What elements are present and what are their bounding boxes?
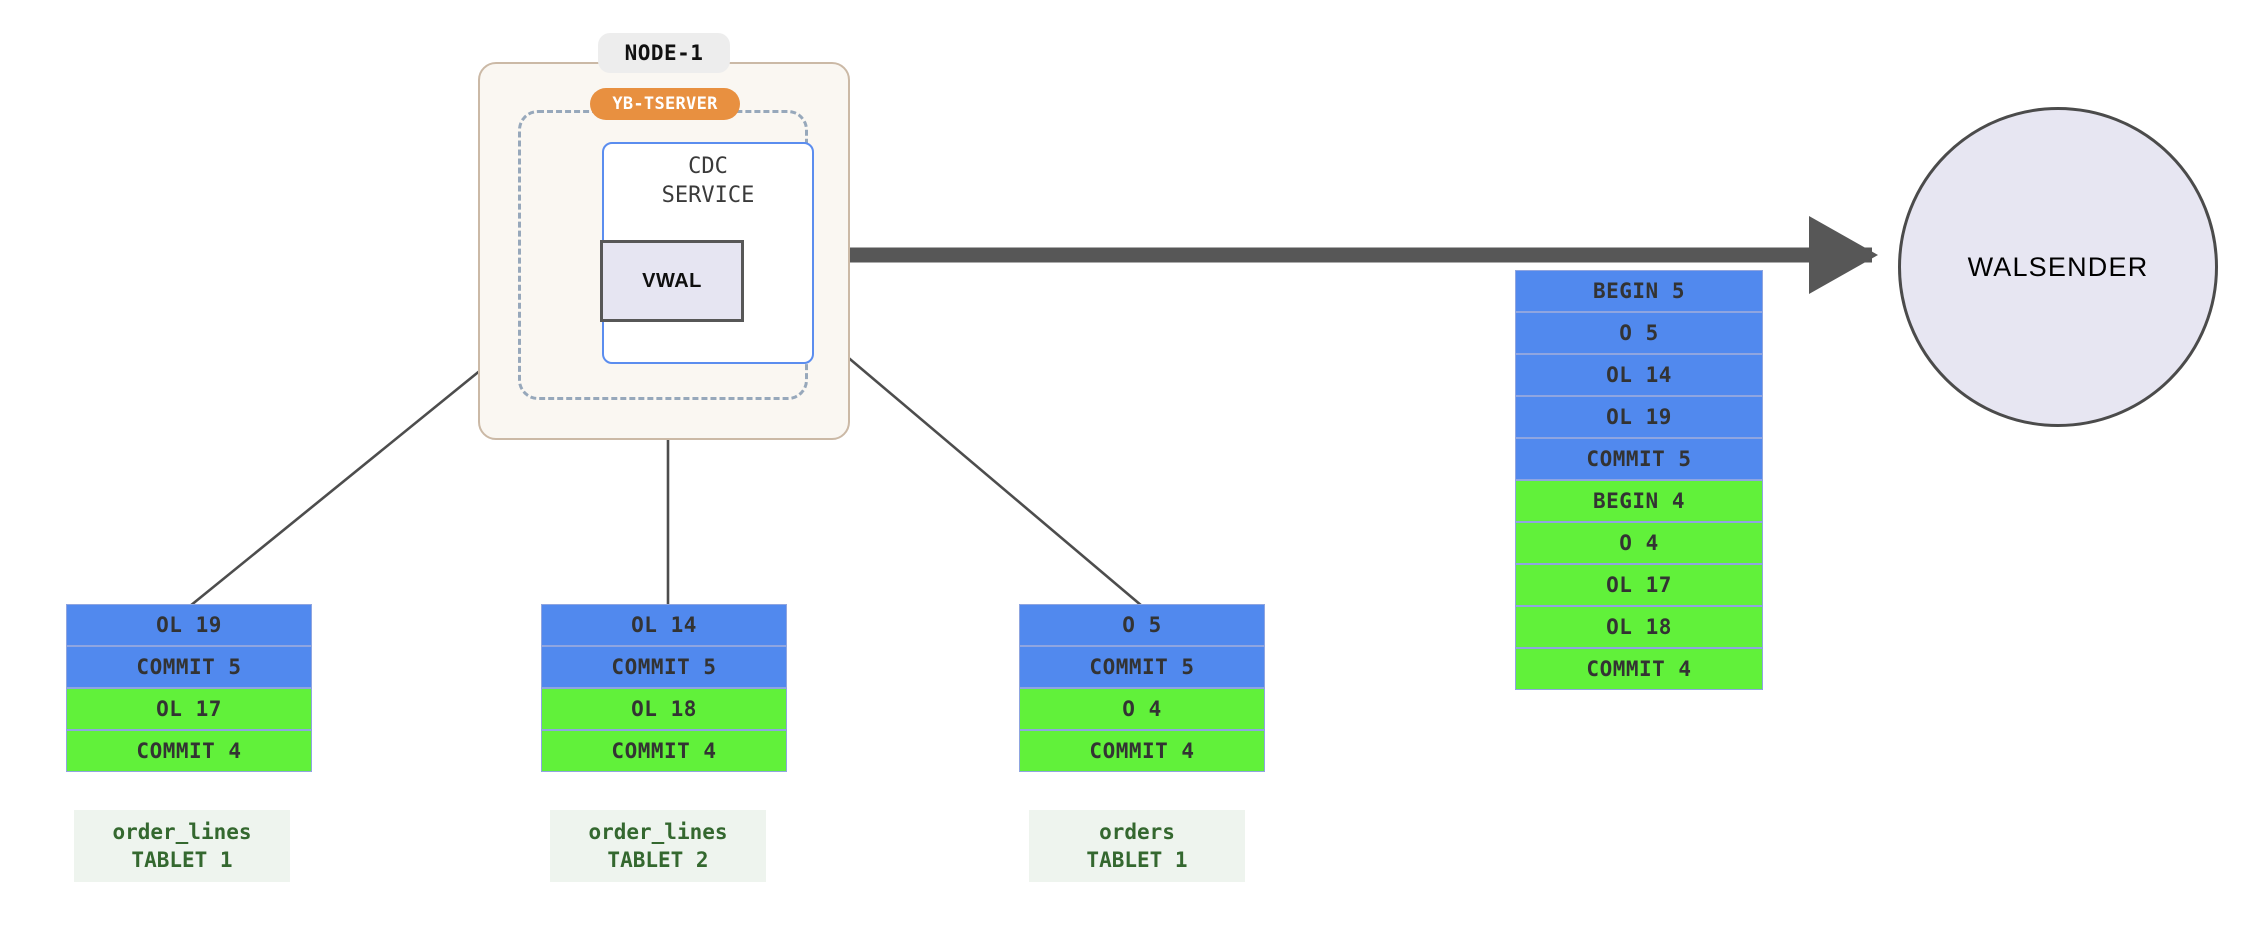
walsender-node: WALSENDER	[1898, 107, 2218, 427]
cdc-service-label: CDC SERVICE	[661, 154, 755, 208]
record-row: COMMIT 4	[1515, 648, 1763, 690]
record-row: OL 17	[66, 688, 312, 730]
record-row: BEGIN 5	[1515, 270, 1763, 312]
record-row: OL 17	[1515, 564, 1763, 606]
tablet-label-table: order_lines	[588, 820, 728, 844]
yb-tserver-badge: YB-TSERVER	[590, 88, 740, 120]
tablet-label-tablet: TABLET 2	[607, 848, 709, 872]
record-row: COMMIT 4	[541, 730, 787, 772]
record-row: OL 14	[1515, 354, 1763, 396]
tablet-label-order_lines-2: order_lines TABLET 2	[550, 810, 766, 882]
record-row: OL 18	[1515, 606, 1763, 648]
record-row: O 5	[1019, 604, 1265, 646]
record-row: OL 19	[1515, 396, 1763, 438]
vwal-box: VWAL	[600, 240, 744, 322]
tablet-label-table: order_lines	[112, 820, 252, 844]
tablet-label-tablet: TABLET 1	[131, 848, 233, 872]
record-row: COMMIT 4	[66, 730, 312, 772]
record-row: COMMIT 5	[66, 646, 312, 688]
record-row: COMMIT 4	[1019, 730, 1265, 772]
record-row: O 5	[1515, 312, 1763, 354]
record-row: BEGIN 4	[1515, 480, 1763, 522]
tablet-label-tablet: TABLET 1	[1086, 848, 1188, 872]
record-row: COMMIT 5	[1515, 438, 1763, 480]
tablet-label-order_lines-1: order_lines TABLET 1	[74, 810, 290, 882]
record-row: COMMIT 5	[1019, 646, 1265, 688]
record-row: OL 19	[66, 604, 312, 646]
node-1-badge: NODE-1	[598, 33, 730, 73]
record-row: COMMIT 5	[541, 646, 787, 688]
record-row: O 4	[1019, 688, 1265, 730]
record-row: OL 14	[541, 604, 787, 646]
record-row: OL 18	[541, 688, 787, 730]
record-row: O 4	[1515, 522, 1763, 564]
tablet-label-orders-1: orders TABLET 1	[1029, 810, 1245, 882]
tablet-label-table: orders	[1099, 820, 1175, 844]
